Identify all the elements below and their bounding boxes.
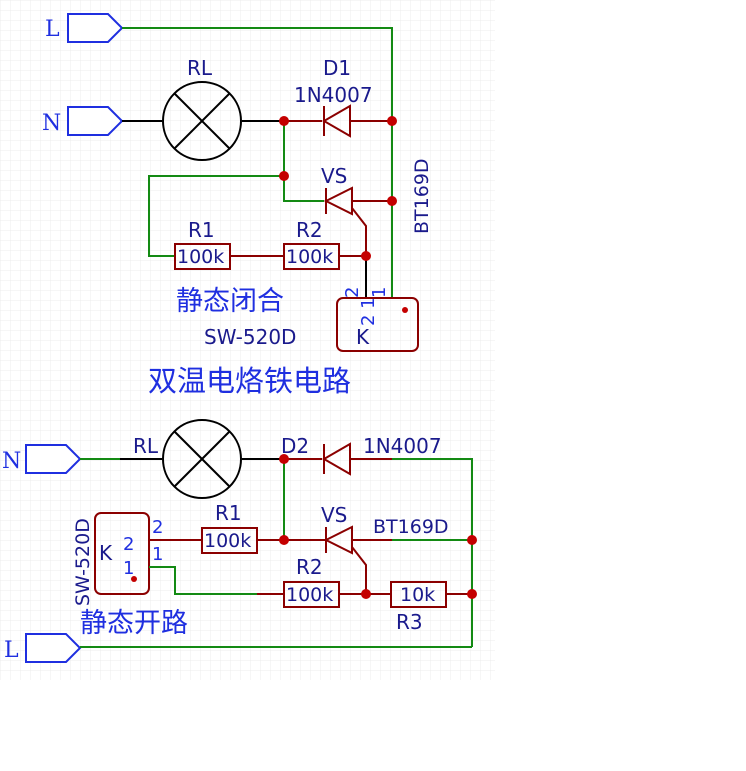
lower-port-n[interactable]: N (2, 444, 82, 474)
lower-switch-pin2: 2 (152, 517, 163, 538)
upper-diode-ref: D1 (323, 56, 351, 80)
lower-junction-dots (279, 454, 477, 599)
upper-r1-ref: R1 (188, 218, 215, 242)
upper-circuit: L N RL D1 1N4007 (42, 13, 433, 352)
lower-wire-switch-r2 (149, 566, 257, 595)
upper-port-l[interactable]: L (45, 13, 124, 43)
lower-lamp-ref: RL (133, 434, 159, 458)
upper-switch-pin2: 2 (342, 287, 363, 298)
lower-switch-pin1: 1 (152, 544, 163, 565)
upper-switch-body-pins: 2 1 (358, 297, 379, 326)
lower-wire-right-rail (392, 458, 473, 647)
lower-diode-part: 1N4007 (363, 434, 442, 458)
upper-switch-k: K (356, 325, 370, 349)
lower-triac-ref: VS (321, 503, 347, 527)
upper-diode-part: 1N4007 (294, 83, 373, 107)
lower-lamp-icon (162, 419, 242, 499)
lower-triac-part: BT169D (373, 516, 449, 538)
upper-wire-r1-loop (148, 175, 284, 257)
lower-circuit: N RL D2 1N4007 VS (2, 419, 477, 663)
lower-switch-pin1-marker (131, 576, 137, 582)
lower-r3-ref: R3 (396, 610, 423, 634)
upper-junction-dots (279, 116, 397, 261)
upper-r2-ref: R2 (296, 218, 323, 242)
upper-triac-part: BT169D (411, 158, 433, 234)
lower-switch-body-2: 2 (123, 534, 134, 555)
lower-switch-part: SW-520D (72, 518, 94, 606)
upper-wire-node-down (283, 121, 324, 202)
lower-port-n-label: N (2, 449, 21, 474)
lower-r1-ref: R1 (215, 501, 242, 525)
page-title: 双温电烙铁电路 (148, 364, 351, 398)
upper-lamp-ref: RL (187, 56, 213, 80)
lower-r2-value: 100k (286, 584, 333, 606)
upper-port-n[interactable]: N (42, 106, 124, 136)
upper-r1: 100k R1 (174, 218, 231, 270)
lower-r2-ref: R2 (296, 555, 323, 579)
upper-port-n-label: N (42, 111, 61, 136)
upper-switch-state: 静态闭合 (176, 286, 284, 317)
upper-triac-ref: VS (321, 164, 347, 188)
upper-lamp-icon (162, 81, 242, 161)
upper-r2-value: 100k (286, 246, 333, 268)
upper-switch: 2 1 2 1 K (336, 287, 419, 352)
upper-r2: 100k R2 (283, 218, 340, 270)
lower-switch-state: 静态开路 (80, 608, 188, 639)
upper-switch-part: SW-520D (204, 325, 296, 349)
upper-switch-pin1-marker (402, 307, 408, 313)
upper-switch-pin1: 1 (369, 287, 390, 298)
lower-diode-ref: D2 (281, 434, 309, 458)
upper-r1-value: 100k (177, 246, 224, 268)
lower-switch-body-1: 1 (123, 558, 134, 579)
lower-r1-value: 100k (204, 530, 251, 552)
lower-r3-value: 10k (400, 584, 435, 606)
lower-switch-k: K (99, 541, 113, 565)
upper-wire-l (122, 27, 393, 121)
upper-port-l-label: L (45, 17, 60, 42)
lower-r1: 100k R1 (201, 501, 258, 554)
lower-switch: 2 1 2 1 K (94, 512, 163, 595)
lower-port-l-label: L (4, 638, 19, 663)
lower-port-l[interactable]: L (4, 633, 82, 663)
